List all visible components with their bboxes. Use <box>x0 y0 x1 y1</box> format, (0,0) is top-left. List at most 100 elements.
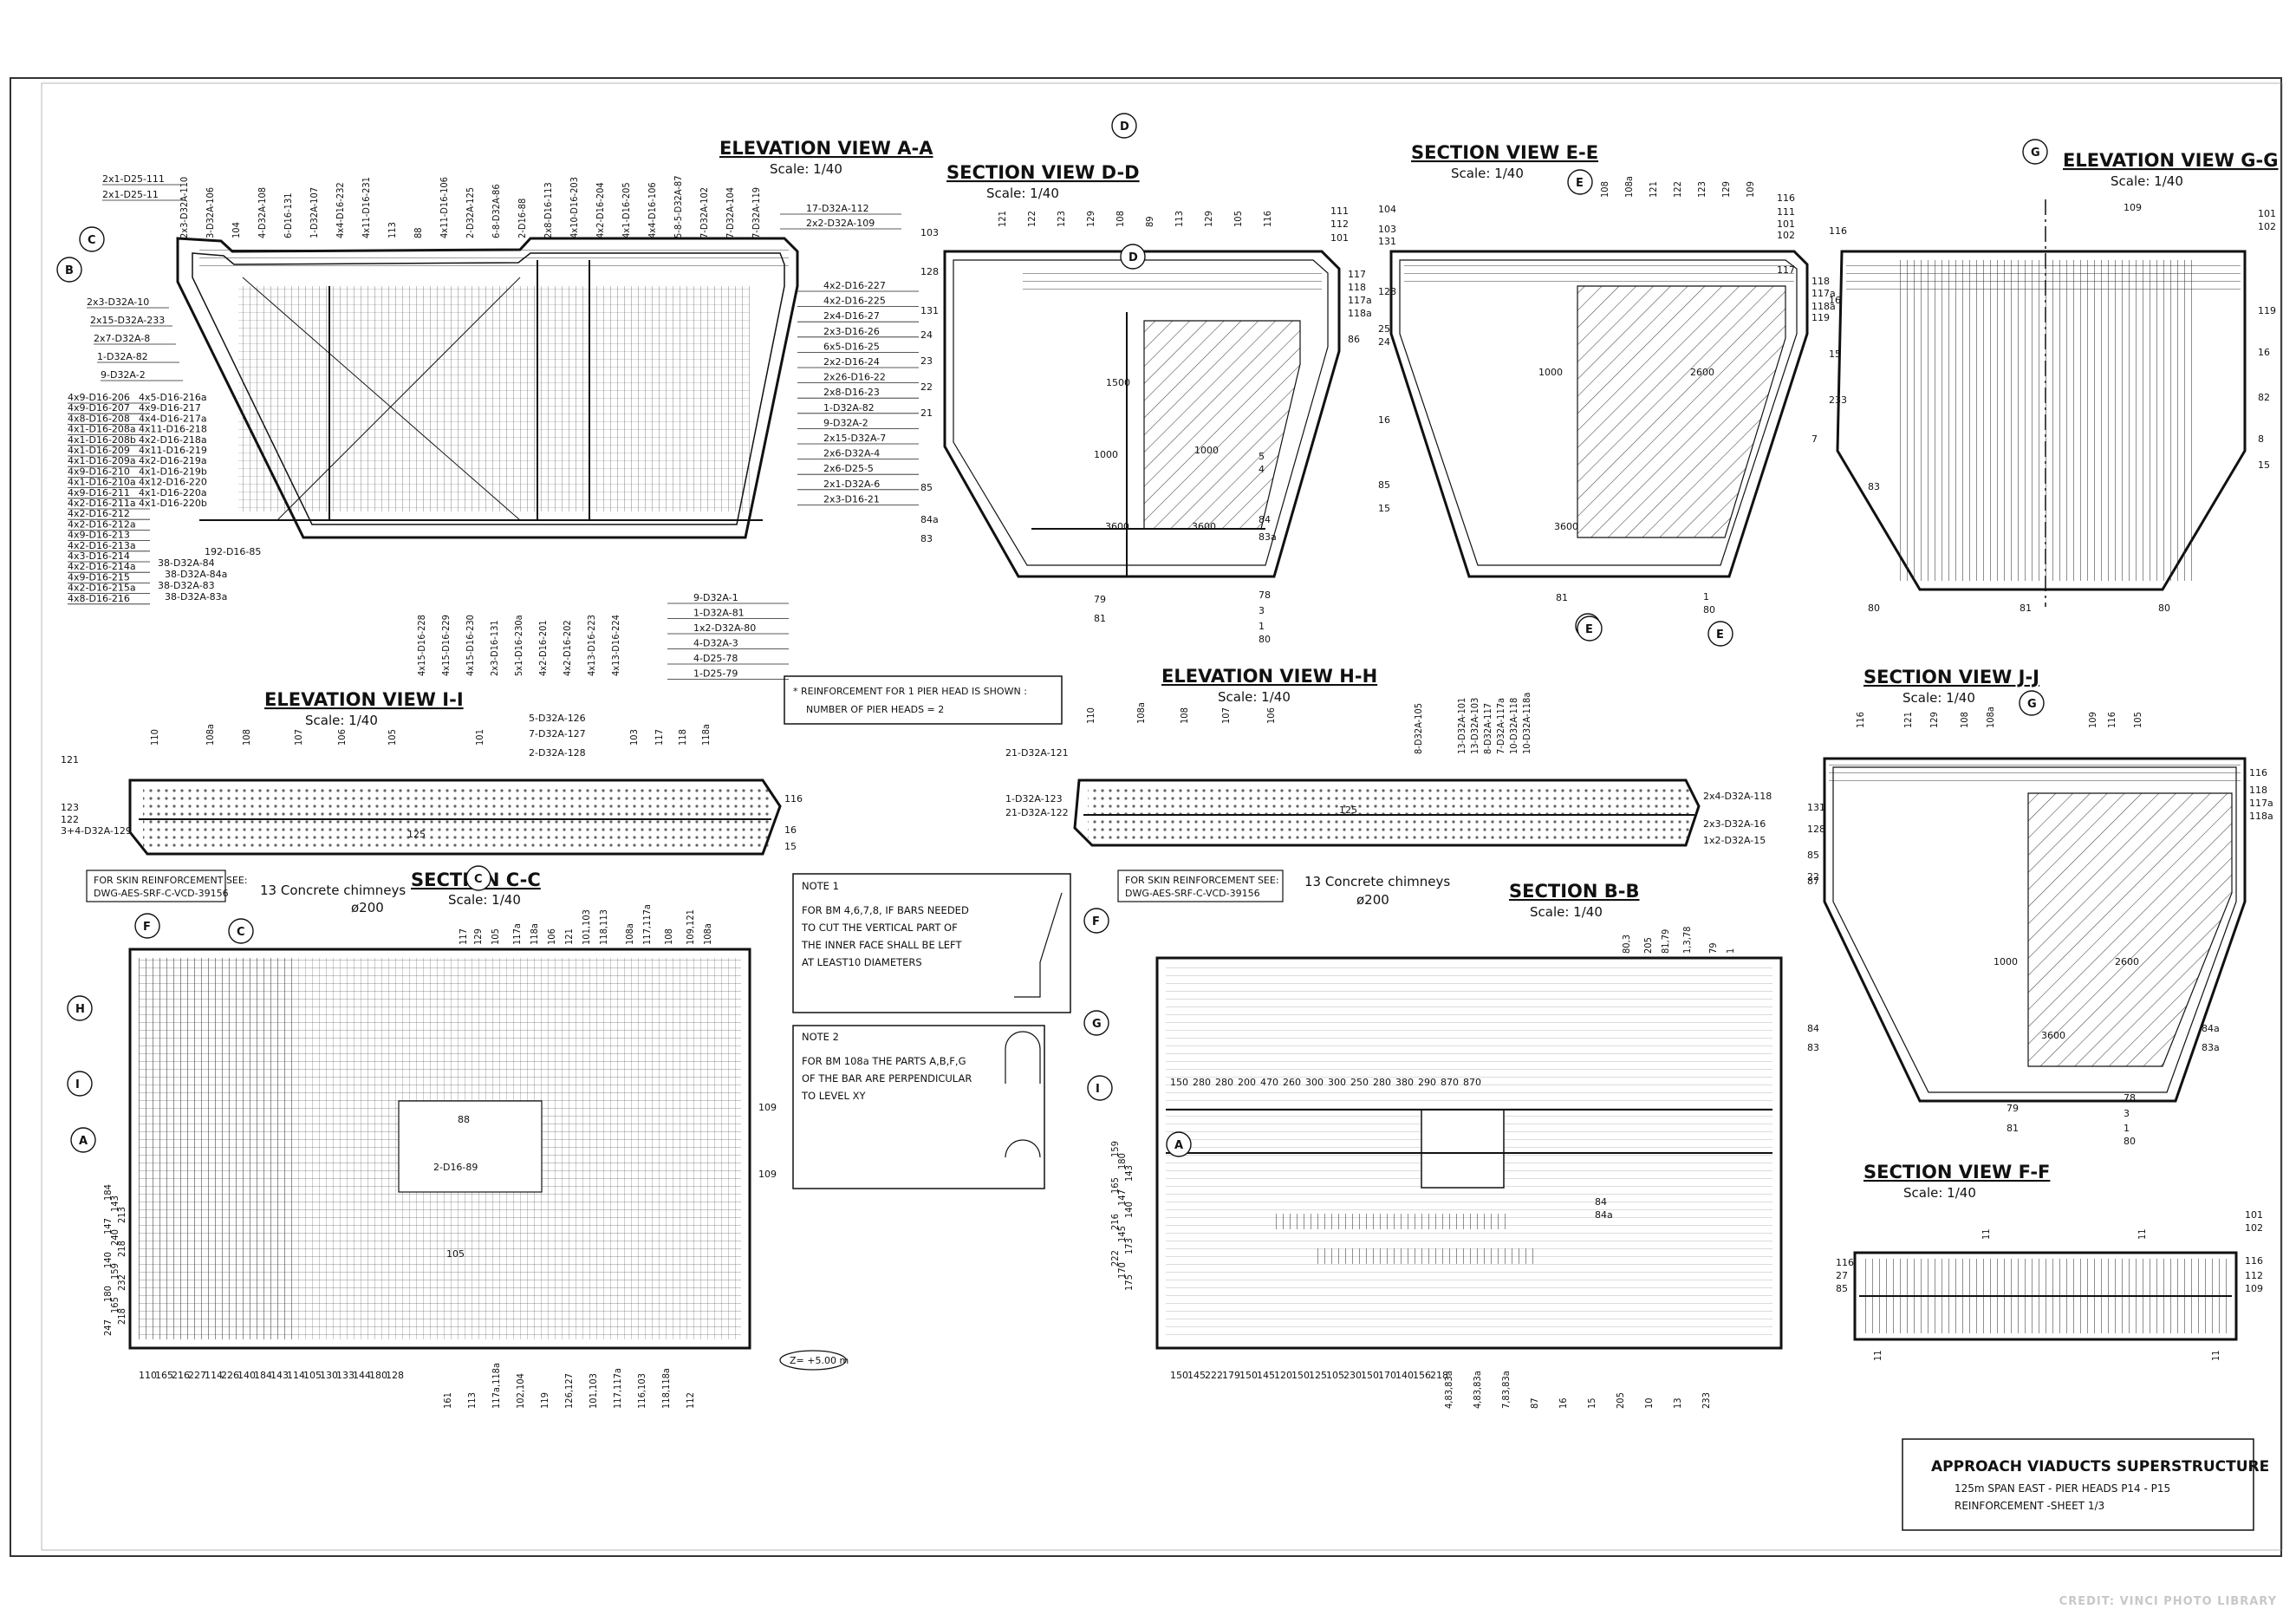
rebar-label: 78 <box>1259 590 1271 601</box>
rebar-label: 81 <box>1556 592 1568 603</box>
rebar-label: 4x8-D16-208 <box>68 413 130 424</box>
rebar-label: 4x15-D16-230 <box>465 615 476 676</box>
rebar-label: 83 <box>1807 1042 1819 1053</box>
rebar-label: 16 <box>1378 414 1390 426</box>
rebar-label: 118a <box>700 724 712 746</box>
rebar-label: 200 <box>1238 1077 1256 1088</box>
rebar-label: 123 <box>1696 181 1707 198</box>
rebar-label: 89 <box>1144 216 1155 227</box>
rebar-label: 1x2-D32A-80 <box>693 622 756 634</box>
rebar-label: 4x11-D16-106 <box>439 177 450 238</box>
sec-dd-labels: 103128131242322218584a831111121011171181… <box>920 205 1372 645</box>
rebar-label: 88 <box>413 227 424 238</box>
section-marker <box>67 1071 93 1097</box>
sec-dd-outline <box>943 250 1341 578</box>
rebar-label: 109 <box>2124 202 2142 213</box>
view-section-ee: SECTION VIEW E-E Scale: 1/40 10410313112… <box>1378 142 1836 616</box>
rebar-label: 24 <box>1378 336 1390 348</box>
rebar-label: 111 <box>1777 206 1795 218</box>
rebar-label: 123 <box>61 802 79 813</box>
cc-inner-89: 2-D16-89 <box>433 1162 478 1173</box>
rebar-label: 81 <box>1094 613 1106 624</box>
sec-dd-scale: Scale: 1/40 <box>986 186 1059 201</box>
rebar-label: 170 <box>1116 1262 1128 1279</box>
rebar-label: 150 <box>1291 1370 1310 1381</box>
rebar-label: 110 <box>1085 707 1096 724</box>
skin-ref-bb-line2: DWG-AES-SRF-C-VCD-39156 <box>1125 888 1260 899</box>
rebar-label: 4x2-D16-211a <box>68 498 136 509</box>
rebar-label: 10-D32A-118a <box>1521 693 1532 754</box>
rebar-label: 143 <box>1123 1165 1135 1182</box>
rebar-label: 81,79 <box>1660 929 1671 954</box>
sec-cc-outline <box>128 948 751 1350</box>
rebar-label: 106 <box>546 928 557 945</box>
sec-jj-labels: 1311288522878483116118117a118a84a83a7831… <box>1807 707 2273 1147</box>
title-block-main: APPROACH VIADUCTS SUPERSTRUCTURE <box>1931 1458 2269 1475</box>
sec-bb-scale: Scale: 1/40 <box>1530 904 1603 920</box>
rebar-label: 116 <box>784 793 803 804</box>
rebar-label: 2-D32A-125 <box>465 187 476 238</box>
rebar-label: 122 <box>1026 211 1037 227</box>
sec-dd-inner <box>953 259 1329 566</box>
rebar-label: 222 <box>1109 1250 1121 1267</box>
rebar-label: 4x15-D16-228 <box>416 615 427 676</box>
sec-ff-scale: Scale: 1/40 <box>1903 1185 1976 1201</box>
rebar-label: 2x3-D32A-110 <box>179 177 190 238</box>
rebar-label: 205 <box>1642 937 1654 954</box>
rebar-label: 113 <box>466 1392 478 1409</box>
elev-aa-scale: Scale: 1/40 <box>770 161 842 177</box>
rebar-label: 4x2-D16-212a <box>68 518 136 530</box>
sec-ee-inner <box>1399 259 1798 566</box>
rebar-label: 4x1-D16-220b <box>139 498 207 509</box>
rebar-label: 80 <box>1259 634 1271 645</box>
rebar-label: 101,103 <box>581 909 592 945</box>
rebar-label: 38-D32A-84a <box>165 569 227 580</box>
rebar-label: 116,103 <box>636 1373 647 1409</box>
sec-dd-hatch <box>1143 320 1301 530</box>
rebar-label: 2x8-D16-23 <box>823 387 880 398</box>
rebar-label: 175 <box>1123 1274 1135 1291</box>
rebar-label: 9-D32A-2 <box>823 417 868 428</box>
view-elevation-gg: ELEVATION VIEW G-G Scale: 1/40 116161523… <box>1829 150 2278 614</box>
rebar-label: 180 <box>102 1286 114 1302</box>
rebar-label: 180 <box>369 1370 387 1381</box>
rebar-label: 226 <box>221 1370 239 1381</box>
rebar-label: 7,83,83a <box>1500 1371 1512 1409</box>
rebar-label: 2x4-D16-27 <box>823 310 880 322</box>
svg-text:OF THE BAR ARE PERPENDICULAR: OF THE BAR ARE PERPENDICULAR <box>802 1072 972 1085</box>
rebar-label: 2x6-D32A-4 <box>823 448 880 459</box>
elev-aa-right-labels: 17-D32A-1122x2-D32A-1094x2-D16-2274x2-D1… <box>667 203 919 680</box>
rebar-label: 16 <box>1829 295 1841 306</box>
sec-ee-outline <box>1389 250 1809 578</box>
rebar-label: 117,117a <box>641 904 653 945</box>
rebar-label: 4x1-D16-219b <box>139 466 207 477</box>
sheet-border <box>10 77 2282 1557</box>
rebar-label: 4-D25-78 <box>693 653 738 664</box>
rebar-label: 116 <box>1262 211 1273 227</box>
rebar-label: 4x2-D16-225 <box>823 296 886 307</box>
rebar-label: 109 <box>758 1169 777 1180</box>
rebar-label: 4x11-D16-219 <box>139 445 207 456</box>
rebar-label: 11 <box>1981 1228 1992 1240</box>
photo-credit: CREDIT: VINCI PHOTO LIBRARY <box>2059 1595 2277 1608</box>
rebar-label: 260 <box>1283 1077 1301 1088</box>
rebar-label: 2x2-D16-24 <box>823 356 880 368</box>
rebar-label: 108a <box>702 923 713 945</box>
rebar-label: 218 <box>1430 1370 1448 1381</box>
elev-ii-scale: Scale: 1/40 <box>305 713 378 728</box>
elev-ii-title: ELEVATION VIEW I-I <box>264 689 464 710</box>
rebar-label: 4 <box>1259 464 1265 475</box>
rebar-label: 85 <box>1836 1283 1848 1294</box>
rebar-label: 216 <box>1109 1214 1121 1230</box>
rebar-label: 83a <box>1259 531 1277 543</box>
elev-aa-mid-labels: 4x5-D16-216a4x9-D16-2174x4-D16-217a4x11-… <box>139 392 261 603</box>
rebar-label: 17-D32A-112 <box>806 203 869 214</box>
rebar-label: 112 <box>1330 218 1349 230</box>
rebar-label: 109,121 <box>685 909 696 945</box>
rebar-label: 107 <box>293 729 304 746</box>
rebar-label: 126,127 <box>563 1373 575 1409</box>
rebar-label: 80,3 <box>1621 935 1632 954</box>
rebar-label: 119 <box>539 1392 550 1409</box>
sec-ee-labels: 1041031311282524168515116111101102117118… <box>1378 176 1836 616</box>
